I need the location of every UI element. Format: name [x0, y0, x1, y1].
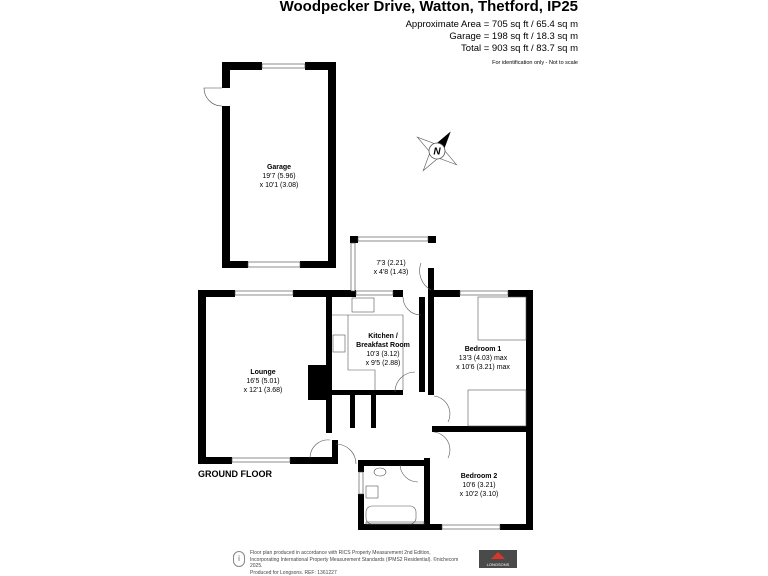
footer-line3: Produced for Longsons. REF: 1361227: [250, 569, 337, 576]
longsons-logo: LONGSONS: [479, 550, 517, 568]
total-area: Total = 903 sq ft / 83.7 sq m: [461, 43, 578, 54]
room-labels: Garage 19'7 (5.96) x 10'1 (3.08) 7'3 (2.…: [244, 164, 511, 498]
floor-label: GROUND FLOOR: [198, 469, 272, 479]
property-title: Woodpecker Drive, Watton, Thetford, IP25: [279, 0, 578, 15]
fixtures: [309, 262, 527, 525]
kitchen-dim1: 10'3 (3.12): [366, 351, 399, 358]
approx-area: Approximate Area = 705 sq ft / 65.4 sq m: [405, 19, 578, 30]
footer-note: Floor plan produced in accordance with R…: [250, 550, 470, 576]
bedroom2-dim1: 10'6 (3.21): [462, 482, 495, 489]
area-summary: Approximate Area = 705 sq ft / 65.4 sq m…: [406, 19, 578, 69]
compass-icon: N: [416, 131, 458, 172]
bedroom1-name: Bedroom 1: [465, 346, 502, 353]
kitchen-dim2: x 9'5 (2.88): [366, 360, 401, 367]
garage-name: Garage: [267, 164, 291, 171]
kitchen-name2: Breakfast Room: [356, 342, 410, 349]
bedroom2-dim2: x 10'2 (3.10): [460, 491, 499, 498]
garage-dim1: 19'7 (5.96): [262, 173, 295, 180]
info-icon: i: [233, 551, 245, 567]
footer-line2: Incorporating International Property Mea…: [250, 556, 459, 570]
porch-dim1: 7'3 (2.21): [376, 260, 405, 267]
garage-dim2: x 10'1 (3.08): [260, 182, 299, 189]
bedroom2-name: Bedroom 2: [461, 473, 498, 480]
compass-north-label: N: [433, 147, 441, 158]
lounge-name: Lounge: [250, 369, 275, 376]
porch-dim2: x 4'8 (1.43): [374, 269, 409, 276]
lounge-dim1: 16'5 (5.01): [246, 378, 279, 385]
garage: [203, 62, 336, 268]
footer-line1: Floor plan produced in accordance with R…: [250, 550, 431, 556]
scale-note: For identification only - Not to scale: [492, 60, 578, 66]
bedroom1-dim1: 13'3 (4.03) max: [459, 355, 508, 362]
bedroom1-dim2: x 10'6 (3.21) max: [456, 364, 510, 371]
garage-area: Garage = 198 sq ft / 18.3 sq m: [449, 31, 578, 42]
lounge-dim2: x 12'1 (3.68): [244, 387, 283, 394]
house-walls: [198, 236, 533, 530]
kitchen-name1: Kitchen /: [368, 333, 398, 340]
